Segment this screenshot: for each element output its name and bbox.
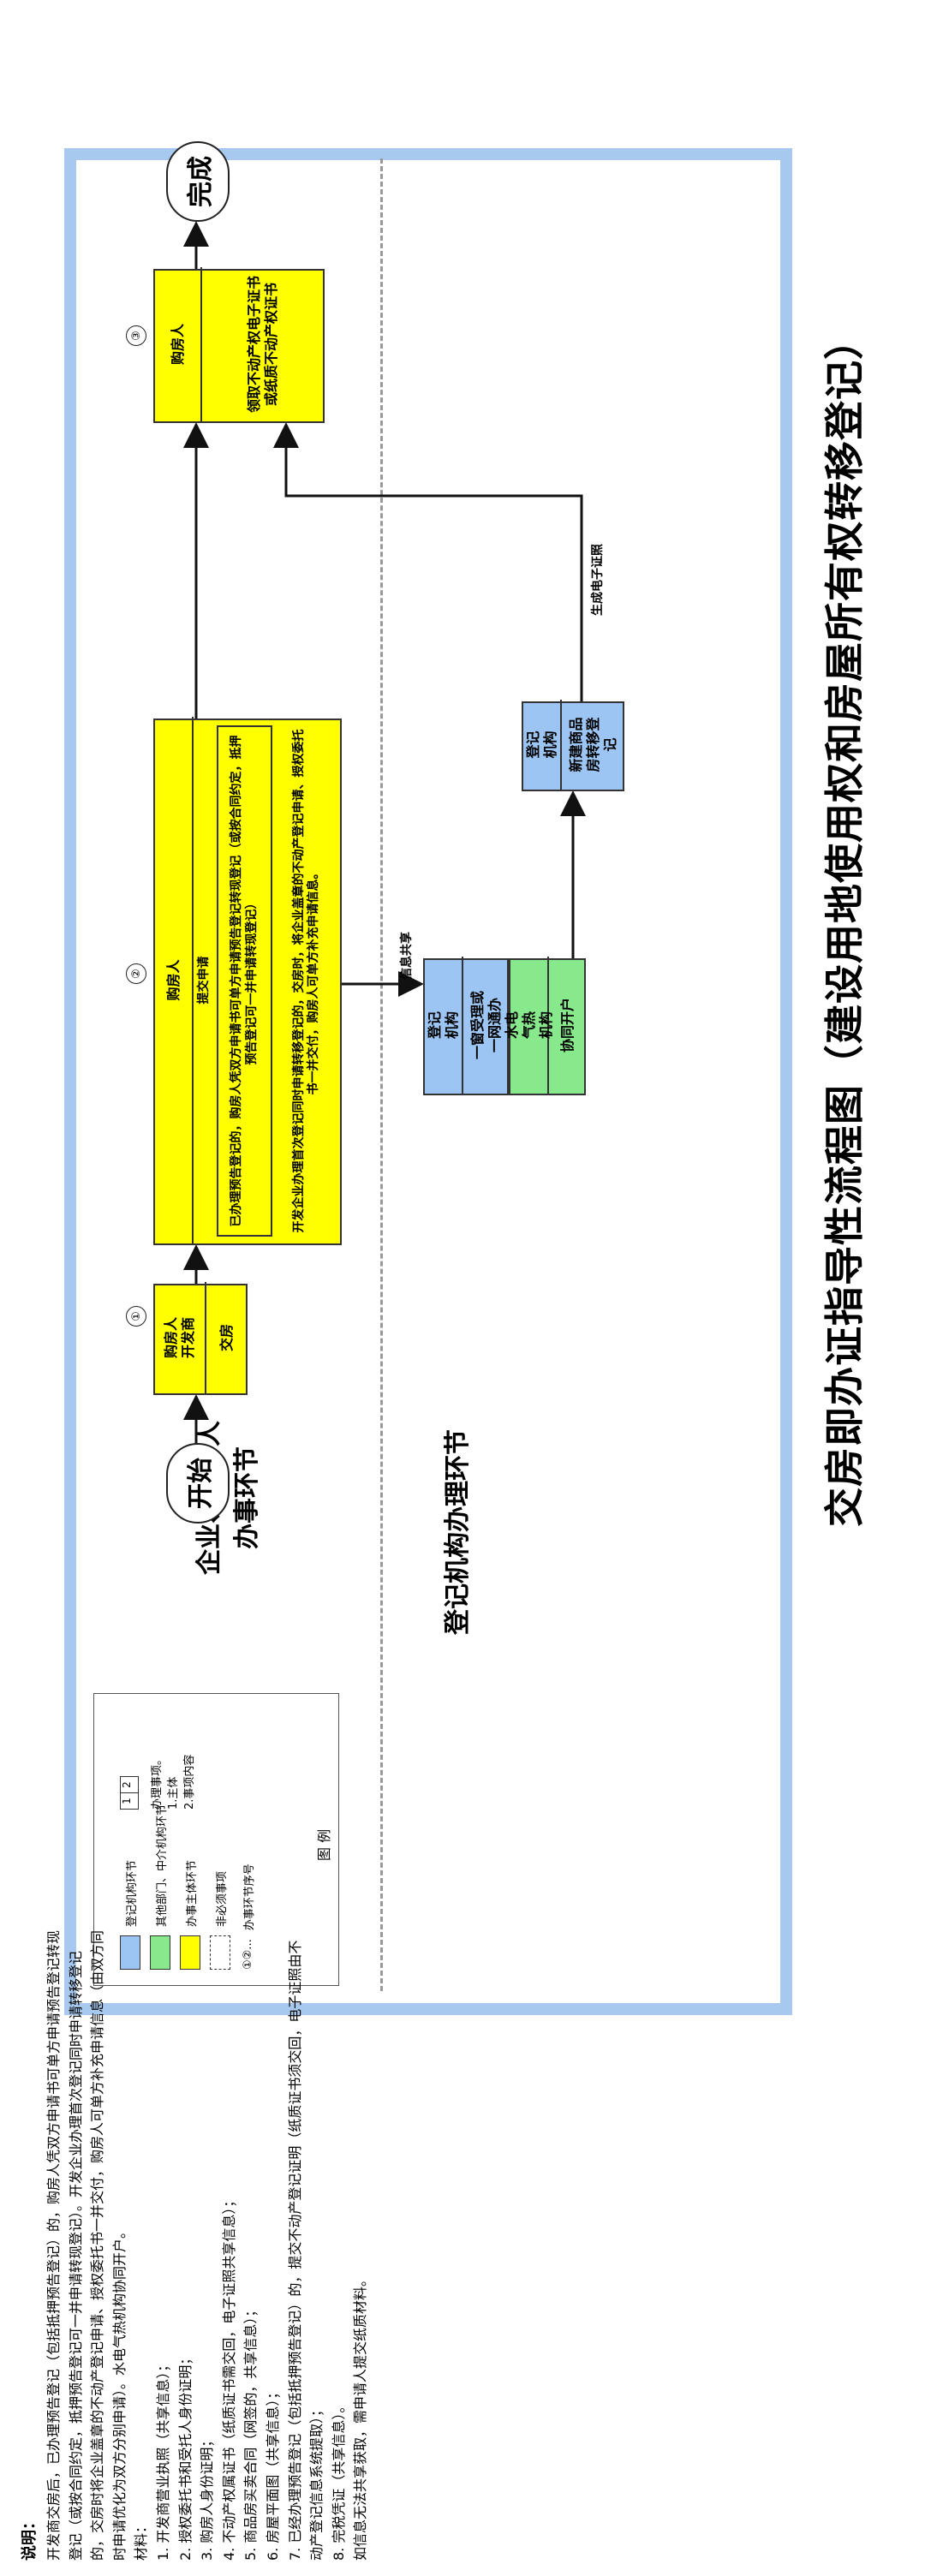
notes-line: 4. 不动产权属证书（纸质证书需交回，电子证照共享信息）； xyxy=(220,2193,237,2561)
notes-line: 开发商交房后，已办理预告登记（包括抵押预告登记）的，购房人凭双方申请书可单方申请… xyxy=(45,1929,128,2561)
connector-lines xyxy=(183,221,586,1446)
notes-line: 5. 商品房买卖合同（网签的，共享信息）； xyxy=(242,2303,260,2561)
notes-line: 如信息无法共享获取，需申请人提交纸质材料。 xyxy=(352,2272,369,2561)
notes-line: 7. 已经办理预告登记（包括抵押预告登记）的，提交不动产登记证明（纸质证书须交回… xyxy=(286,1940,325,2561)
edge-reg2-step3 xyxy=(273,422,583,701)
notes-box: 说明： 开发商交房后，已办理预告登记（包括抵押预告登记）的，购房人凭双方申请书可… xyxy=(17,1927,908,2561)
notes-line: 8. 完税凭证（共享信息）。 xyxy=(330,2399,347,2561)
notes-line: 1. 开发商营业执照（共享信息）； xyxy=(154,2358,171,2561)
notes-line: 材料： xyxy=(133,2519,150,2561)
notes-heading: 说明： xyxy=(21,2514,39,2561)
notes-line: 2. 授权委托书和受托人身份证明； xyxy=(176,2351,194,2561)
notes-line: 6. 房屋平面图（共享信息）； xyxy=(264,2385,281,2561)
notes-rotated: 说明： 开发商交房后，已办理预告登记（包括抵押预告登记）的，购房人凭双方申请书可… xyxy=(17,1927,908,2561)
notes-line: 3. 购房人身份证明； xyxy=(199,2433,216,2561)
